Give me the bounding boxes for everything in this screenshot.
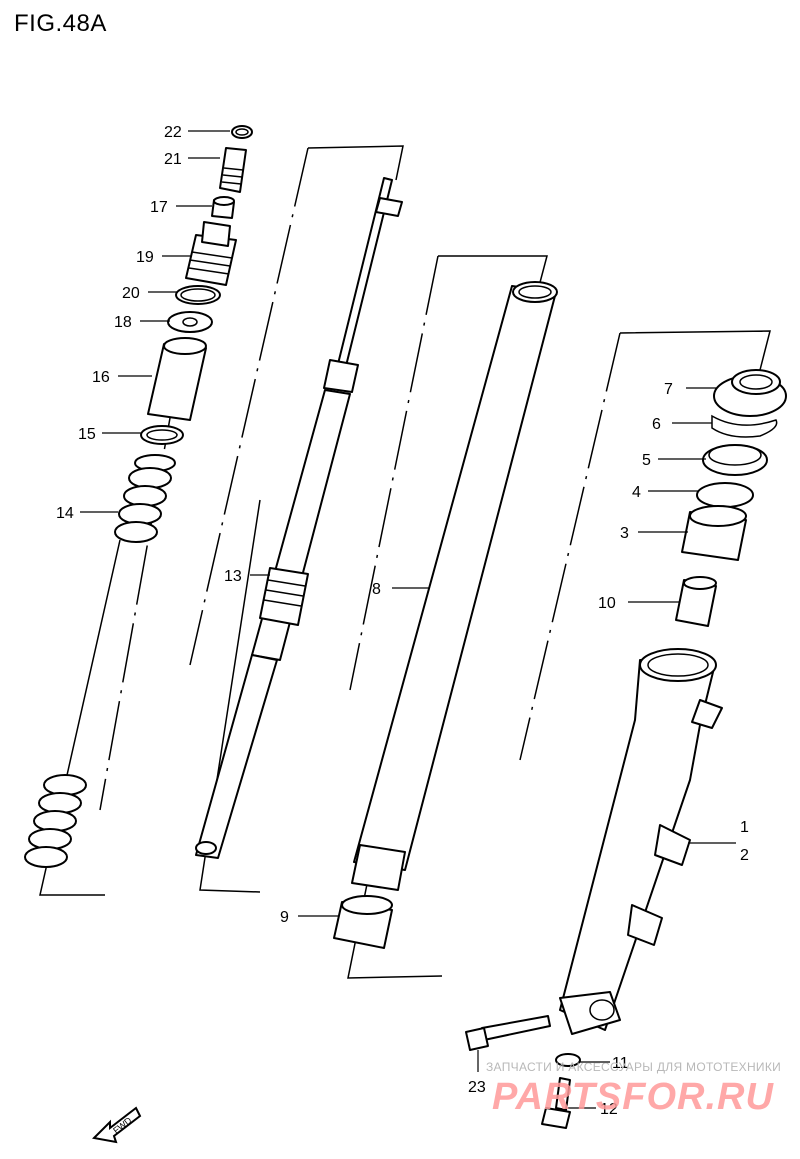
part-21-adjuster xyxy=(219,147,247,193)
callout-23: 23 xyxy=(468,1079,486,1096)
part-12-drain-bolt xyxy=(541,1077,571,1129)
callout-10: 10 xyxy=(598,595,616,612)
part-23-bolt xyxy=(465,1015,551,1051)
figure-title: FIG.48A xyxy=(14,10,107,37)
callout-8: 8 xyxy=(372,581,381,598)
part-4-washer xyxy=(696,482,754,508)
part-22-oring xyxy=(231,125,253,139)
part-10-oil-lock-piece xyxy=(675,576,717,627)
part-16-spacer xyxy=(147,337,207,421)
callout-1: 1 xyxy=(740,819,749,836)
watermark-tagline: ЗАПЧАСТИ И АКСЕССУАРЫ ДЛЯ МОТОТЕХНИКИ xyxy=(486,1060,782,1074)
part-7-dust-seal xyxy=(713,369,787,417)
callout-18: 18 xyxy=(114,314,132,331)
callout-19: 19 xyxy=(136,249,154,266)
callout-22: 22 xyxy=(164,124,182,141)
callout-4: 4 xyxy=(632,484,641,501)
callout-14: 14 xyxy=(56,505,74,522)
part-6-stopper-ring xyxy=(711,414,778,438)
part-1-2-outer-tube xyxy=(559,648,723,1035)
group-frames xyxy=(39,145,771,979)
callout-17: 17 xyxy=(150,199,168,216)
callout-15: 15 xyxy=(78,426,96,443)
part-17-bushing xyxy=(211,196,235,219)
callout-12: 12 xyxy=(600,1101,618,1118)
frame-diagonal xyxy=(519,332,621,761)
part-8-inner-tube xyxy=(351,281,558,891)
part-18-washer xyxy=(167,311,213,333)
callout-21: 21 xyxy=(164,151,182,168)
watermark-logo: PARTSFOR.RU xyxy=(492,1076,774,1118)
frame-spring xyxy=(39,539,121,896)
callout-16: 16 xyxy=(92,369,110,386)
callout-9: 9 xyxy=(280,909,289,926)
part-9-slide-bushing xyxy=(333,895,393,949)
fwd-arrow-icon: FWD xyxy=(92,1106,142,1144)
callout-7: 7 xyxy=(664,381,673,398)
callout-6: 6 xyxy=(652,416,661,433)
callout-20: 20 xyxy=(122,285,140,302)
callout-13: 13 xyxy=(224,568,242,585)
frame-damper-rod xyxy=(199,499,261,893)
leader-lines xyxy=(80,130,736,1109)
part-15-seat xyxy=(140,425,184,445)
callout-3: 3 xyxy=(620,525,629,542)
callout-2: 2 xyxy=(740,847,749,864)
frame-inner-tube xyxy=(438,255,548,291)
part-5-oil-seal xyxy=(702,444,768,476)
part-11-washer xyxy=(555,1053,581,1067)
frame-damper-rod xyxy=(307,145,404,181)
callout-labels: 22 21 17 19 20 18 16 15 14 13 8 9 7 6 5 … xyxy=(56,124,749,1118)
frame-outer-tube xyxy=(619,330,771,371)
callout-11: 11 xyxy=(612,1055,629,1072)
part-19-cap-bolt xyxy=(185,221,237,286)
frame-diagonal xyxy=(189,147,309,666)
callout-5: 5 xyxy=(642,452,651,469)
part-3-guide-bushing xyxy=(681,505,747,561)
part-14-spring xyxy=(24,454,176,868)
part-13-damper-rod xyxy=(195,177,403,859)
frame-diagonal xyxy=(349,255,439,691)
frame-diagonal xyxy=(99,389,176,811)
